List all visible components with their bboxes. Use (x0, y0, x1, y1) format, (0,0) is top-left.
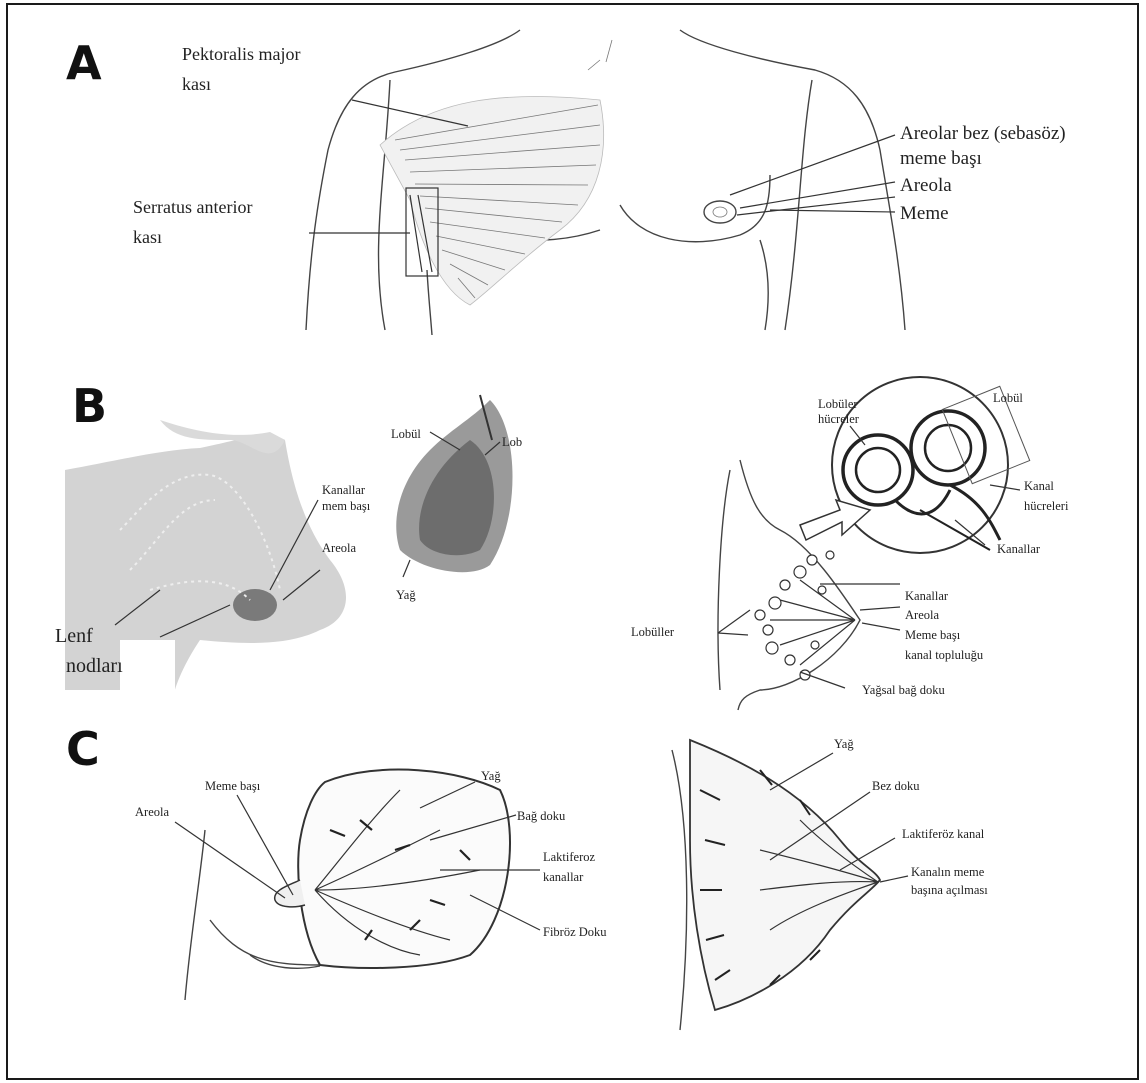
breast-sagittal-c (672, 740, 880, 1030)
label-fatty-tissue: Yağsal bağ doku (862, 683, 946, 697)
leader-areola-r (860, 607, 900, 610)
label-lobe-b: Lob (502, 435, 522, 449)
leader-lobules-r (718, 610, 750, 633)
label-duct-opening: Kanalın meme (911, 865, 985, 879)
label-lobular-cells: Lobüler (818, 397, 858, 411)
leader-fat-c-r (770, 753, 833, 790)
label-areola-c: Areola (135, 805, 169, 819)
lymph-illustration (65, 420, 346, 690)
label-breast: Meme (900, 203, 949, 224)
lymph-areola-dot (233, 589, 277, 621)
label-duct-opening-2: başına açılması (911, 883, 988, 897)
label-areola-b: Areola (322, 541, 356, 555)
panel-c: C Meme başı Areola Yağ Bağ doku Laktifer… (66, 722, 988, 1030)
label-duct-cells: Kanal (1024, 479, 1054, 493)
label-areola: Areola (900, 175, 952, 196)
leader-nipple (737, 197, 895, 215)
label-ducts-r: Kanallar (905, 589, 949, 603)
leader-nipple-c (237, 795, 293, 895)
label-gland-c: Bez doku (872, 779, 920, 793)
leader-lobules-r2 (718, 633, 748, 635)
label-lobules-r: Lobüller (631, 625, 675, 639)
label-areola-r: Areola (905, 608, 939, 622)
label-lobule-b: Lobül (391, 427, 421, 441)
label-connective-c: Bağ doku (517, 809, 566, 823)
label-ducts-zoom: Kanallar (997, 542, 1041, 556)
leader-duct-opening (880, 876, 908, 882)
pectoralis-muscle (380, 96, 604, 305)
label-areolar-gland-2: meme başı (900, 148, 982, 169)
label-lactiferous-c-2: kanallar (543, 870, 584, 884)
label-fibrous-c: Fibröz Doku (543, 925, 607, 939)
label-serratus: Serratus anterior (133, 197, 252, 217)
leader-areola-c (175, 822, 285, 898)
label-lobule-r: Lobül (993, 391, 1023, 405)
leader-areola (740, 182, 895, 208)
leader-breast (770, 210, 895, 212)
label-lactiferous-duct: Laktiferöz kanal (902, 827, 985, 841)
label-lymph: Lenf (55, 625, 93, 647)
label-ducts-b: Kanallar (322, 483, 366, 497)
label-areolar-gland: Areolar bez (sebasöz) (900, 123, 1066, 144)
leader-nipple-r (862, 623, 900, 630)
label-duct-cells-2: hücreleri (1024, 499, 1069, 513)
label-fat-c: Yağ (481, 769, 501, 783)
lobe-illustration (396, 395, 512, 572)
label-lymph-2: nodları (66, 655, 123, 677)
label-lactiferous-c: Laktiferoz (543, 850, 596, 864)
label-nipple-c: Meme başı (205, 779, 261, 793)
label-lobular-cells-2: hücreler (818, 412, 860, 426)
label-ducts-b-2: mem başı (322, 499, 371, 513)
torso-outline (306, 30, 905, 335)
label-fat-c-r: Yağ (834, 737, 854, 751)
panel-a: A (66, 30, 1066, 335)
label-fat-b: Yağ (396, 588, 416, 602)
breast-lateral-c (185, 770, 510, 1000)
panel-a-letter: A (66, 36, 102, 90)
leader-fat-b (403, 560, 410, 577)
panel-b: B Lobül Lob Kanallar mem başı Areola Y (55, 377, 1069, 710)
label-nipple-r: Meme başı (905, 628, 961, 642)
panel-b-letter: B (72, 379, 107, 433)
panel-c-letter: C (66, 722, 100, 776)
label-duct-group: kanal topluluğu (905, 648, 984, 662)
label-serratus-2: kası (133, 227, 162, 247)
label-pectoralis: Pektoralis major (182, 44, 300, 64)
label-pectoralis-2: kası (182, 74, 211, 94)
